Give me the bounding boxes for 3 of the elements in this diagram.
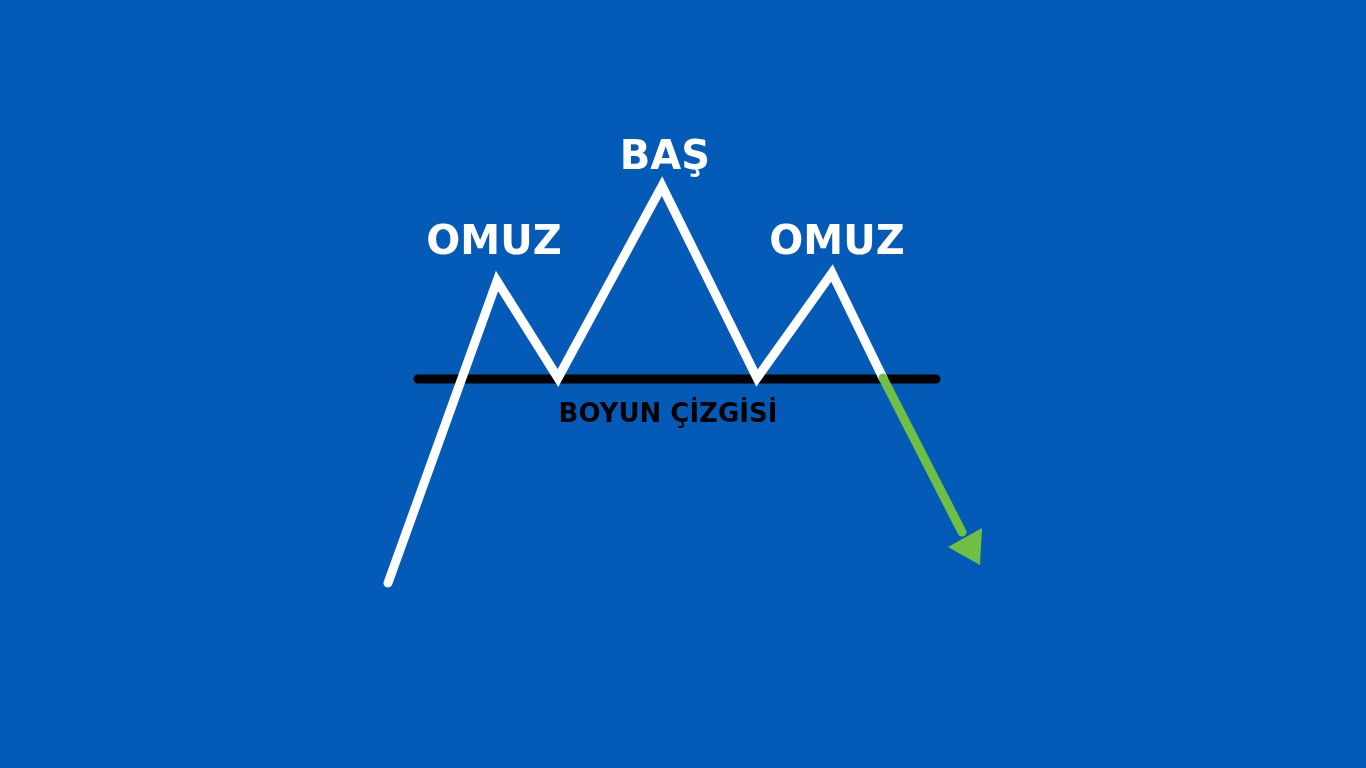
head-label: BAŞ: [619, 135, 711, 175]
shoulder-label: OMUZ: [769, 220, 905, 260]
shoulder-label: OMUZ: [426, 220, 562, 260]
